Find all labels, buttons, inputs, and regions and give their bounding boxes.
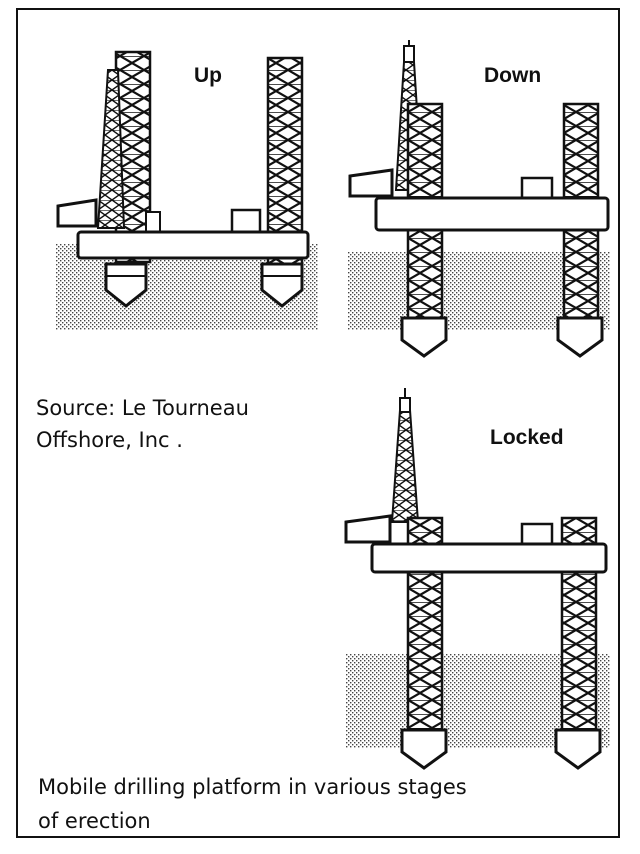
- stage-label-down: Down: [484, 64, 542, 87]
- hull-locked: [370, 542, 608, 574]
- foot-up-right: [260, 262, 304, 308]
- foot-down-left: [400, 316, 448, 358]
- foot-locked-right: [554, 728, 602, 770]
- hull-up: [76, 230, 310, 260]
- derrick-locked: [390, 409, 420, 523]
- stage-down-drawing: [348, 40, 610, 358]
- source-line-2: Offshore, Inc .: [36, 428, 183, 452]
- stage-up-drawing: [56, 50, 318, 330]
- stage-label-up: Up: [194, 64, 222, 87]
- deckhouse-locked: [344, 514, 392, 544]
- source-attribution: Source: Le Tourneau Offshore, Inc .: [36, 392, 249, 456]
- deckhouse-down: [348, 168, 394, 198]
- source-line-1: Source: Le Tourneau: [36, 396, 249, 420]
- foot-down-right: [556, 316, 604, 358]
- stage-locked-drawing: [344, 388, 610, 770]
- foot-up-left: [104, 262, 148, 308]
- derrick-up: [96, 69, 126, 229]
- stage-label-locked: Locked: [490, 426, 564, 449]
- caption-line-2: of erection: [38, 809, 151, 833]
- deckhouse-up: [56, 198, 98, 228]
- foot-locked-left: [400, 728, 448, 770]
- crane-house-up: [230, 208, 262, 236]
- figure-caption: Mobile drilling platform in various stag…: [38, 770, 467, 838]
- hull-down: [374, 196, 610, 232]
- caption-line-1: Mobile drilling platform in various stag…: [38, 775, 467, 799]
